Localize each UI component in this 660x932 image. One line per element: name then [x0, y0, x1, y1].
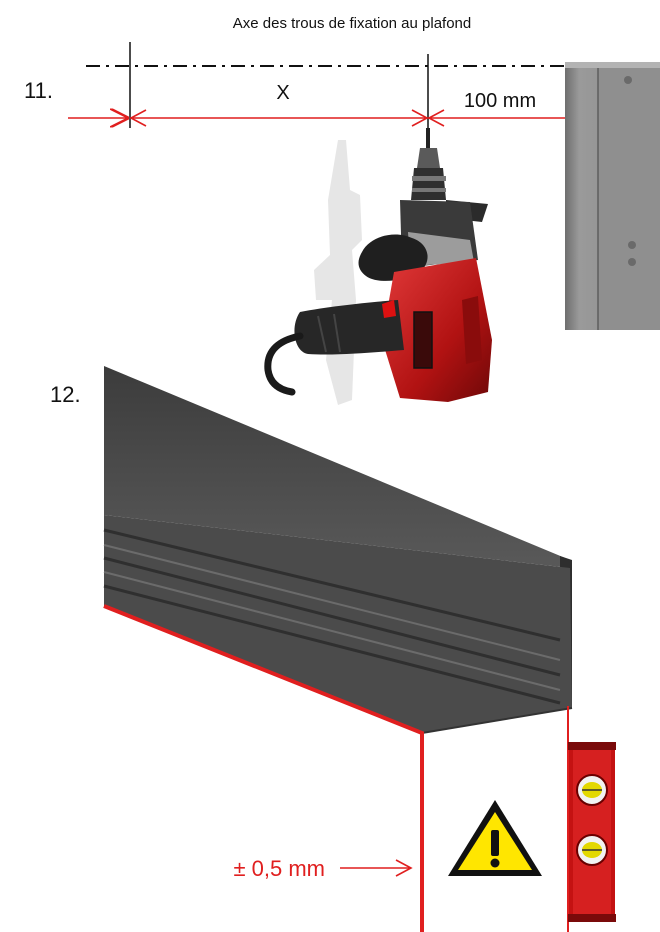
dimension-arrowhead-offset-left	[427, 109, 445, 127]
dimension-arrowhead-x-left	[129, 109, 147, 127]
ceiling-profile	[103, 366, 573, 734]
wall-panel	[565, 62, 660, 330]
axis-caption: Axe des trous de fixation au plafond	[233, 15, 472, 32]
dimension-arrowhead-x-right	[411, 109, 429, 127]
spirit-level-icon	[568, 742, 616, 922]
warning-triangle-icon	[448, 800, 542, 876]
tolerance-arrowhead	[395, 859, 413, 877]
step-11-number: 11.	[24, 78, 53, 103]
drill-shadow	[314, 140, 362, 405]
step-12-number: 12.	[50, 382, 81, 407]
dimension-x-label: X	[276, 82, 289, 104]
profile-reference-edge	[103, 604, 424, 932]
dimension-offset-label: 100 mm	[464, 90, 536, 112]
drill-icon	[264, 128, 492, 402]
tolerance-label: ± 0,5 mm	[233, 856, 325, 881]
